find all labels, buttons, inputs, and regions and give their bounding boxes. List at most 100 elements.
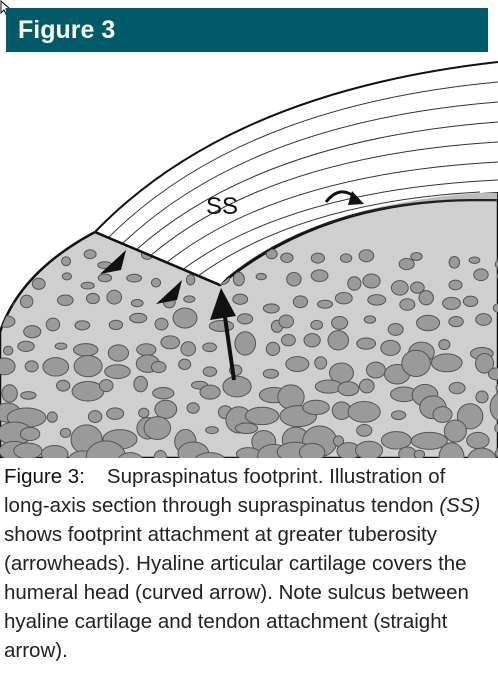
trabecula	[98, 379, 114, 393]
trabecula	[2, 345, 14, 356]
trabecula	[363, 315, 377, 324]
trabecula	[410, 431, 448, 450]
figure-caption: Figure 3:Supraspinatus footprint. Illust…	[4, 462, 488, 665]
trabecula	[31, 277, 46, 290]
trabecula	[448, 255, 461, 269]
trabecula	[133, 375, 148, 393]
trabecula	[398, 446, 417, 458]
trabecula	[106, 289, 123, 305]
trabecula	[23, 325, 42, 339]
trabecula	[475, 390, 489, 404]
trabecula	[59, 427, 72, 439]
trabecula	[303, 333, 321, 348]
trabecula	[262, 368, 279, 379]
trabecula	[494, 421, 498, 435]
trabecula	[154, 317, 169, 331]
trabecula	[298, 443, 326, 458]
trabecula	[150, 360, 167, 374]
trabecula	[153, 449, 168, 458]
trabecula	[413, 449, 426, 458]
trabecula	[83, 249, 97, 260]
trabecula	[20, 259, 35, 270]
trabecula	[42, 357, 70, 377]
trabecula	[359, 378, 375, 394]
trabecula	[205, 426, 219, 435]
trabecula	[17, 340, 35, 352]
trabecula	[380, 431, 412, 450]
trabecula	[489, 392, 498, 422]
trabecula	[494, 258, 498, 270]
trabecula	[278, 314, 295, 329]
trabecula	[0, 357, 16, 376]
trabecula	[339, 253, 353, 263]
trabecula	[496, 270, 498, 282]
trabecula	[185, 274, 196, 286]
trabecula	[398, 257, 415, 271]
trabecula	[443, 419, 467, 443]
trabecula	[150, 277, 162, 288]
tendon-label-ss: SS	[206, 193, 238, 220]
trabecula	[234, 331, 256, 356]
trabecula	[72, 343, 99, 357]
trabecula	[430, 353, 463, 373]
trabecula	[473, 268, 489, 282]
trabecula	[410, 252, 423, 262]
trabecula	[347, 400, 381, 423]
trabecula	[143, 416, 172, 440]
trabecula	[129, 312, 148, 324]
trabecula	[438, 442, 465, 458]
trabecula	[285, 356, 310, 373]
figure-title: Figure 3	[18, 15, 116, 44]
trabecula	[180, 341, 197, 357]
trabecula	[40, 444, 69, 458]
trabecula	[160, 335, 181, 350]
trabecula	[494, 446, 498, 458]
trabecula	[126, 273, 143, 283]
trabecula	[310, 319, 324, 331]
trabecula	[19, 426, 41, 442]
trabecula	[292, 295, 309, 309]
trabecula	[45, 317, 61, 332]
trabecula	[56, 294, 74, 307]
trabecula	[466, 431, 490, 450]
trabecula	[186, 402, 200, 414]
trabecula	[314, 356, 328, 370]
trabecula	[416, 314, 441, 332]
trabecula	[232, 293, 249, 305]
trabecula	[116, 452, 144, 458]
trabecula	[178, 358, 192, 371]
trabecula	[390, 410, 407, 421]
trabecula	[13, 442, 43, 458]
trabecula	[130, 299, 144, 308]
trabecula	[310, 252, 326, 264]
trabecula	[327, 330, 350, 351]
trabecula	[19, 294, 34, 309]
trabecula	[390, 280, 409, 296]
trabecula	[199, 384, 221, 400]
trabecula	[448, 316, 464, 328]
trabecula	[468, 256, 481, 264]
trabecula	[331, 316, 349, 330]
trabecula	[410, 281, 425, 294]
trabecula	[356, 423, 373, 437]
trabecula	[97, 273, 113, 283]
trabecula	[20, 391, 37, 400]
trabecula	[448, 381, 466, 395]
trabecula	[362, 273, 381, 289]
caption-label: Figure 3:	[4, 465, 85, 488]
caption-abbr: (SS)	[439, 494, 481, 517]
trabecula	[474, 353, 495, 374]
trabecula	[104, 364, 131, 379]
trabecula	[399, 298, 416, 311]
straight-arrow-shaft	[222, 309, 236, 381]
trabecula	[280, 252, 294, 263]
trabecula	[183, 295, 196, 303]
trabecula	[358, 249, 375, 263]
trabecula	[265, 341, 281, 356]
trabecula	[108, 319, 124, 331]
trabecula	[401, 349, 431, 377]
trabecula	[495, 381, 498, 394]
trabecula	[310, 269, 329, 282]
trabecula	[487, 367, 498, 381]
trabecula	[438, 339, 451, 351]
